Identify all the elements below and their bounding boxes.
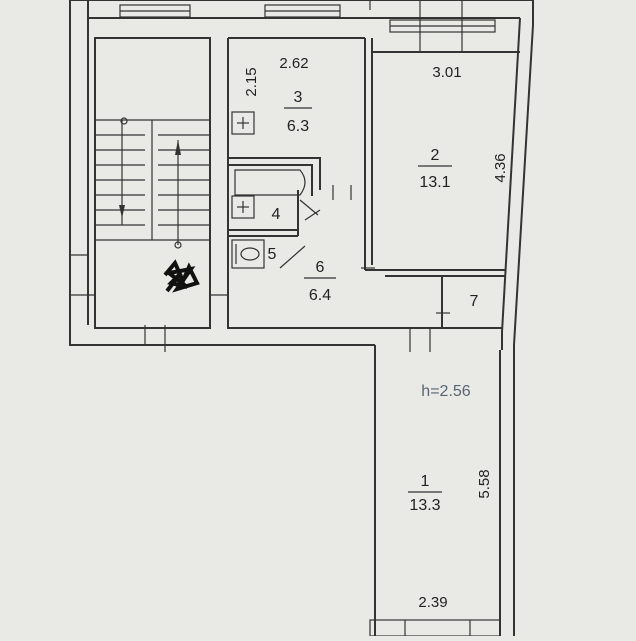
ceiling-height: h=2.56 (421, 383, 470, 400)
sink-fixture-2 (231, 195, 255, 219)
room-6-label: 6 6.4 (304, 259, 336, 304)
dimension-room3-width: 2.62 (279, 55, 308, 72)
room-6-area: 6.4 (309, 287, 331, 304)
room-1-area: 13.3 (409, 497, 440, 514)
room-3-number: 3 (294, 89, 303, 106)
door-marks (279, 185, 431, 352)
toilet-icon (231, 239, 265, 269)
room-3-label: 3 6.3 (284, 89, 312, 135)
room-3-area: 6.3 (287, 118, 309, 135)
staircase (70, 37, 228, 352)
windows-side (70, 254, 501, 637)
room-2-number: 2 (431, 147, 440, 164)
outer-walls (69, 0, 534, 636)
dimension-room3-height: 2.15 (243, 67, 260, 96)
room-2-label: 2 13.1 (418, 147, 452, 191)
dimension-room2-height: 4.36 (492, 153, 509, 182)
room-7-number: 7 (470, 293, 479, 310)
dimension-room2-width: 3.01 (432, 64, 461, 81)
windows-top (119, 0, 496, 52)
dimension-room1-width: 2.39 (418, 594, 447, 611)
room-1-number: 1 (421, 473, 430, 490)
room-6-number: 6 (316, 259, 325, 276)
bathtub (231, 111, 306, 219)
room-4-number: 4 (272, 206, 281, 223)
scribble-mark (163, 259, 200, 293)
sink-fixture (231, 111, 255, 135)
room-1-label: 1 13.3 (408, 473, 442, 514)
room-2-area: 13.1 (419, 174, 450, 191)
room-5-number: 5 (268, 246, 277, 263)
dimension-room1-height: 5.58 (476, 469, 493, 498)
interior-walls (227, 37, 520, 329)
